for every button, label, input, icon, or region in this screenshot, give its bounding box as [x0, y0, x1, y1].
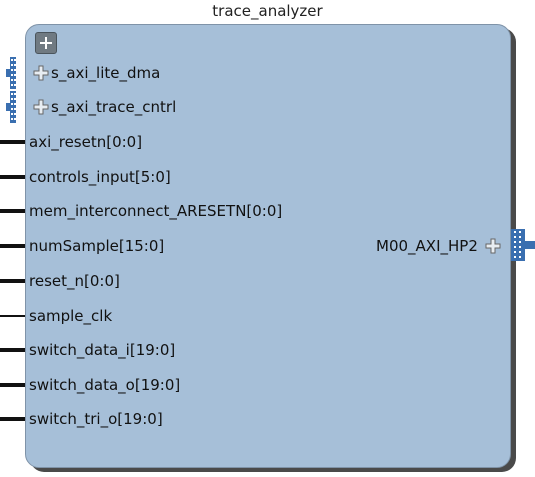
pin-reset-n[interactable]	[0, 279, 25, 283]
pin-mem-interconnect-aresetn[interactable]	[0, 209, 25, 213]
bus-interface-connector-m00-axi-hp2[interactable]	[511, 229, 535, 261]
pin-switch-data-i[interactable]	[0, 348, 25, 352]
expand-interface-m00-axi-hp2-icon[interactable]	[485, 238, 501, 254]
port-label-reset-n: reset_n[0:0]	[29, 272, 120, 290]
expand-interface-s-axi-lite-dma-icon[interactable]	[33, 65, 49, 81]
pin-sample-clk[interactable]	[0, 315, 25, 317]
port-label-axi-resetn: axi_resetn[0:0]	[29, 133, 143, 151]
ip-block-trace-analyzer[interactable]	[25, 24, 511, 468]
pin-axi-resetn[interactable]	[0, 140, 25, 144]
port-label-switch-data-i: switch_data_i[19:0]	[29, 341, 176, 359]
bus-interface-connector-s-axi-trace-cntrl[interactable]	[6, 91, 16, 123]
expand-block-button[interactable]	[35, 32, 57, 54]
block-title: trace_analyzer	[212, 2, 323, 20]
pin-num-sample[interactable]	[0, 244, 25, 248]
port-label-num-sample: numSample[15:0]	[29, 237, 165, 255]
port-label-sample-clk: sample_clk	[29, 307, 113, 325]
pin-switch-data-o[interactable]	[0, 383, 25, 387]
port-label-switch-tri-o: switch_tri_o[19:0]	[29, 410, 163, 428]
expand-interface-s-axi-trace-cntrl-icon[interactable]	[33, 99, 49, 115]
port-label-mem-interconnect-aresetn: mem_interconnect_ARESETN[0:0]	[29, 202, 283, 220]
pin-controls-input[interactable]	[0, 175, 25, 179]
interface-label-s-axi-lite-dma: s_axi_lite_dma	[51, 64, 161, 82]
interface-label-s-axi-trace-cntrl: s_axi_trace_cntrl	[51, 98, 177, 116]
port-label-controls-input: controls_input[5:0]	[29, 168, 171, 186]
bus-interface-connector-s-axi-lite-dma[interactable]	[6, 57, 16, 89]
pin-switch-tri-o[interactable]	[0, 417, 25, 421]
interface-label-m00-axi-hp2: M00_AXI_HP2	[376, 237, 478, 255]
port-label-switch-data-o: switch_data_o[19:0]	[29, 376, 181, 394]
